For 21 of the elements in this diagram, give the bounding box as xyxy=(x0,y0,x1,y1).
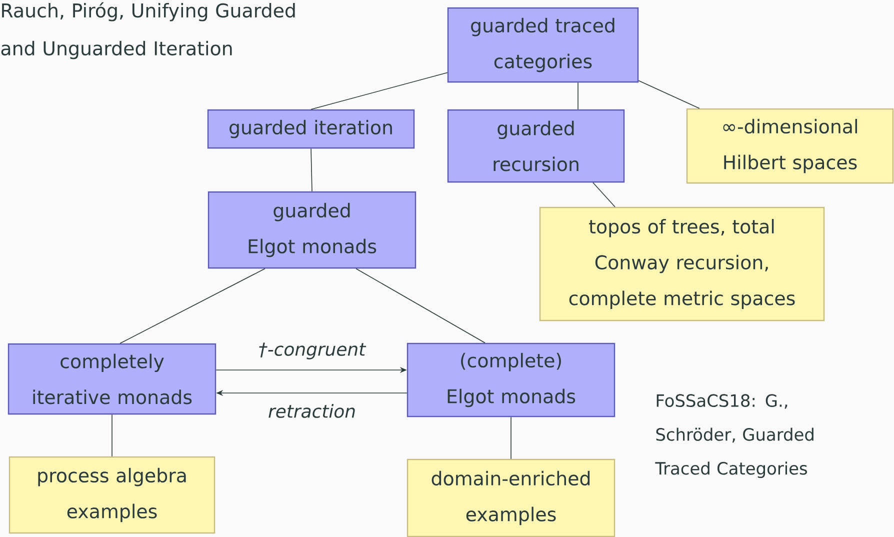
concept-box: (complete) Elgot monads xyxy=(406,342,616,418)
connector-line xyxy=(120,268,266,344)
connector-line xyxy=(356,268,486,344)
example-box: domain-enriched examples xyxy=(406,458,616,537)
example-box: ∞-dimensional Hilbert spaces xyxy=(686,108,894,184)
connector-line xyxy=(310,148,312,192)
connector-line xyxy=(310,72,448,110)
example-box: topos of trees, total Conway recursion, complete metric spaces xyxy=(539,206,825,322)
concept-box: guarded Elgot monads xyxy=(208,191,416,269)
concept-box: guarded iteration xyxy=(207,109,415,149)
concept-box: guarded recursion xyxy=(447,109,625,183)
connector-line xyxy=(510,416,512,460)
connector-line xyxy=(638,80,700,109)
example-box: process algebra examples xyxy=(8,456,216,534)
reference-note: FoSSaCS18: G., Schröder, Guarded Traced Categories xyxy=(655,394,814,478)
edge-label: †-congruent xyxy=(259,342,366,360)
concept-box: completely iterative monads xyxy=(8,343,216,415)
reference-note: Rauch, Piróg, Unifying Guarded and Unguarded Iteration xyxy=(1,2,295,60)
concept-box: guarded traced categories xyxy=(447,7,639,83)
connector-line xyxy=(592,182,616,208)
edge-label: retraction xyxy=(268,404,355,418)
